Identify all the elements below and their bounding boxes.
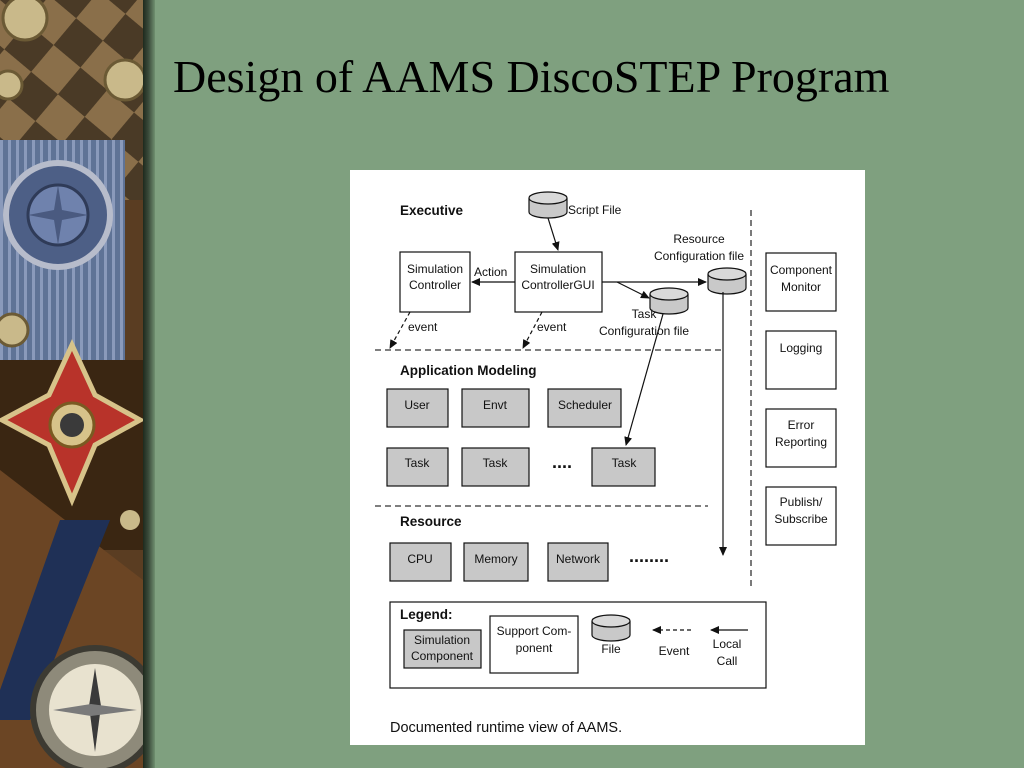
side-panel-edge — [143, 0, 155, 768]
resource-config-file-icon — [707, 267, 747, 295]
cpu-label: CPU — [407, 552, 432, 566]
resource-config-label-2: Configuration file — [654, 249, 744, 263]
legend-simulation-component-label-1: Simulation — [414, 633, 470, 647]
legend-file-label: File — [601, 642, 621, 656]
scheduler-label: Scheduler — [558, 398, 612, 412]
simulation-controller-gui-box — [514, 251, 603, 313]
publish-subscribe-label-2: Subscribe — [774, 512, 828, 526]
envt-box — [461, 388, 530, 428]
user-box — [386, 388, 449, 428]
arrow-gui-to-task-config — [616, 281, 650, 299]
event-label-1: event — [408, 320, 438, 334]
memory-label: Memory — [474, 552, 517, 566]
component-monitor-label-2: Monitor — [781, 280, 821, 294]
script-file-label: Script File — [568, 203, 622, 217]
section-application-modeling: Application Modeling — [400, 363, 537, 378]
task-config-label-1: Task — [632, 307, 658, 321]
legend-title: Legend: — [400, 607, 453, 622]
legend-local-call-label-1: Local — [713, 637, 742, 651]
simulation-controller-box — [399, 251, 471, 313]
decorative-side-panel — [0, 0, 143, 768]
action-label: Action — [474, 265, 507, 279]
event-label-2: event — [537, 320, 567, 334]
task-box-1 — [386, 447, 449, 487]
cpu-box — [389, 542, 452, 582]
logging-box — [765, 330, 837, 390]
arrow-task-config-to-task — [624, 313, 664, 446]
task-config-label-2: Configuration file — [599, 324, 689, 338]
simulation-controller-label-1: Simulation — [407, 262, 463, 276]
legend-simulation-component-box — [403, 629, 482, 669]
legend-file-icon — [591, 614, 631, 642]
architecture-diagram: Executive Application Modeling Resource … — [350, 170, 865, 745]
user-label: User — [404, 398, 429, 412]
slide-title: Design of AAMS DiscoSTEP Program — [173, 51, 890, 102]
figure-caption: Documented runtime view of AAMS. — [390, 720, 622, 736]
component-monitor-label-1: Component — [770, 263, 833, 277]
legend-event-label: Event — [659, 644, 690, 658]
error-reporting-label-1: Error — [788, 418, 815, 432]
network-label: Network — [556, 552, 601, 566]
section-executive: Executive — [400, 203, 464, 218]
resource-ellipsis: ........ — [629, 546, 669, 566]
legend-support-component-box — [489, 615, 579, 674]
resource-config-label-1: Resource — [673, 232, 725, 246]
task-box-3 — [591, 447, 656, 487]
section-resource: Resource — [400, 514, 462, 529]
legend-local-call-label-2: Call — [717, 654, 738, 668]
publish-subscribe-box — [765, 486, 837, 546]
simulation-controller-label-2: Controller — [409, 278, 461, 292]
arrow-script-to-gui — [547, 217, 560, 251]
task-box-2 — [461, 447, 530, 487]
legend-support-component-label-2: ponent — [516, 641, 553, 655]
script-file-icon — [528, 191, 568, 219]
legend-support-component-label-1: Support Com- — [497, 624, 572, 638]
memory-box — [463, 542, 529, 582]
task-label-2: Task — [483, 456, 509, 470]
scheduler-box — [547, 388, 622, 428]
error-reporting-box — [765, 408, 837, 468]
network-box — [547, 542, 609, 582]
diagram-canvas: Executive Application Modeling Resource … — [375, 191, 837, 736]
medal-collage-image — [0, 0, 143, 768]
envt-label: Envt — [483, 398, 508, 412]
simulation-controller-gui-label-2: ControllerGUI — [521, 278, 594, 292]
task-label-1: Task — [405, 456, 431, 470]
task-label-3: Task — [612, 456, 638, 470]
task-config-file-icon — [649, 287, 689, 315]
arrow-event-controller — [389, 311, 411, 349]
publish-subscribe-label-1: Publish/ — [780, 495, 823, 509]
legend-simulation-component-label-2: Component — [411, 649, 474, 663]
task-ellipsis: .... — [552, 452, 572, 472]
component-monitor-box — [765, 252, 837, 312]
logging-label: Logging — [780, 341, 823, 355]
error-reporting-label-2: Reporting — [775, 435, 827, 449]
simulation-controller-gui-label-1: Simulation — [530, 262, 586, 276]
